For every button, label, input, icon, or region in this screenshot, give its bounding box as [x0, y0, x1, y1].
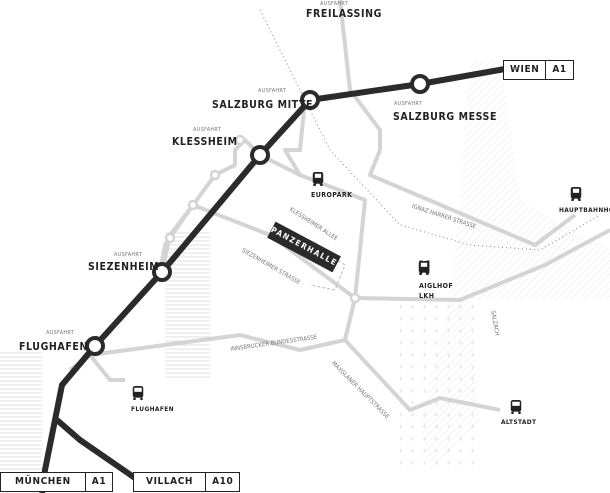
poi-aiglhof[interactable]: AIGLHOF [419, 282, 454, 290]
exit-salzburg-mitte[interactable]: SALZBURG MITTE [212, 99, 314, 111]
airport-area [165, 230, 210, 380]
poi-lkh[interactable]: LKH [419, 292, 435, 300]
exit-caption: AUSFAHRT [258, 88, 287, 94]
panzerhalle-parking [309, 254, 346, 291]
poi-aiglhof-icons: H [418, 260, 431, 277]
field-area [0, 350, 42, 470]
destination-city: MÜNCHEN [15, 476, 71, 487]
poi-hauptbahnhof[interactable]: HAUPTBAHNHOF [559, 206, 610, 214]
bus-icon [132, 386, 144, 400]
old-town-area [400, 300, 480, 470]
train-icon [312, 172, 324, 186]
junction [349, 292, 361, 304]
junction [187, 199, 199, 211]
exit-caption: AUSFAHRT [394, 101, 423, 107]
destination-villach[interactable]: VILLACH A10 [133, 472, 241, 492]
junction [234, 134, 246, 146]
poi-flughafen[interactable]: FLUGHAFEN [131, 405, 174, 413]
destination-muenchen[interactable]: MÜNCHEN A1 [0, 472, 114, 492]
train-icon [570, 187, 582, 201]
exit-salzburg-messe[interactable]: SALZBURG MESSE [393, 111, 498, 123]
exit-caption: AUSFAHRT [46, 330, 75, 336]
destination-road: A10 [205, 473, 239, 491]
destination-city: VILLACH [146, 476, 194, 487]
junction [164, 232, 176, 244]
exit-caption: AUSFAHRT [320, 1, 349, 7]
exit-caption: AUSFAHRT [193, 127, 222, 133]
exit-siezenheim[interactable]: SIEZENHEIM [88, 261, 160, 273]
exit-freilassing[interactable]: FREILASSING [306, 8, 382, 20]
exit-markers [85, 74, 430, 356]
poi-europark[interactable]: EUROPARK [311, 191, 353, 199]
destination-road: A1 [84, 473, 112, 491]
destination-city: WIEN [510, 64, 540, 75]
destination-road: A1 [545, 61, 572, 79]
train-icon [418, 261, 430, 275]
exit-klessheim[interactable]: KLESSHEIM [172, 136, 238, 148]
exit-caption: AUSFAHRT [114, 252, 143, 258]
destination-wien[interactable]: WIEN A1 [503, 60, 574, 80]
exit-flughafen[interactable]: FLUGHAFEN [19, 341, 88, 353]
bus-icon [510, 400, 522, 414]
poi-flughafen-icons: ✈ [132, 386, 143, 400]
junction [209, 169, 221, 181]
poi-altstadt[interactable]: ALTSTADT [501, 418, 537, 426]
